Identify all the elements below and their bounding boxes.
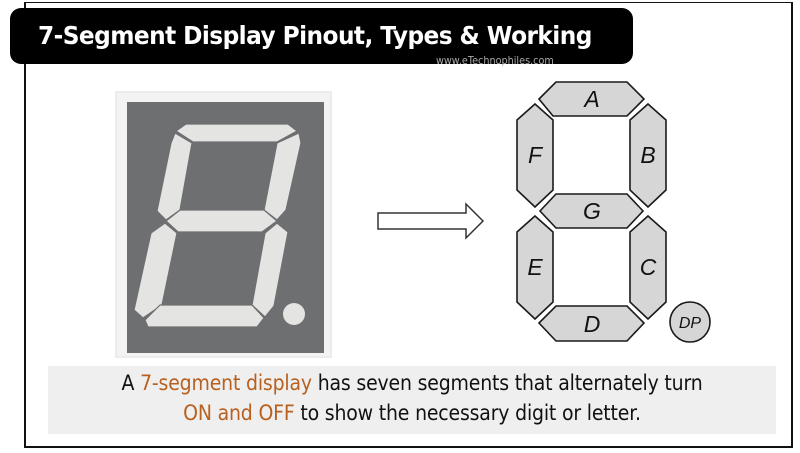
photo-segment-a	[175, 123, 298, 143]
caption-text: to show the necessary digit or letter.	[294, 401, 641, 425]
photo-segment-g	[165, 209, 278, 233]
photo-segment-e	[133, 222, 178, 319]
diagram-segment-f	[516, 102, 554, 209]
caption-highlight-term: 7-segment display	[140, 371, 312, 395]
diagram-segment-g	[538, 193, 645, 229]
photo-decimal-point	[283, 303, 305, 325]
segment-label-g: G	[583, 198, 601, 224]
diagram-segment-d	[537, 305, 646, 342]
caption-prefix: A	[121, 371, 141, 395]
segment-label-a: A	[582, 86, 599, 112]
diagram-decimal-point	[669, 301, 711, 343]
diagram-segment-e	[516, 214, 554, 321]
segment-label-e: E	[527, 254, 543, 280]
page-title: 7-Segment Display Pinout, Types & Workin…	[38, 21, 592, 50]
photo-segment-d	[144, 304, 265, 328]
caption-box: A 7-segment display has seven segments t…	[48, 366, 776, 434]
caption-line-2: ON and OFF to show the necessary digit o…	[84, 401, 739, 425]
segment-label-f: F	[528, 142, 544, 168]
segment-label-c: C	[640, 254, 657, 280]
caption-line-1: A 7-segment display has seven segments t…	[84, 371, 739, 395]
photo-segment-c	[251, 222, 289, 318]
website-url: www.eTechnophiles.com	[436, 55, 554, 67]
caption-text: has seven segments that alternately turn	[311, 371, 703, 395]
segment-label-d: D	[584, 311, 601, 337]
photo-segment-b	[263, 132, 302, 221]
title-banner: 7-Segment Display Pinout, Types & Workin…	[10, 8, 633, 67]
diagram-segment-c	[629, 214, 667, 321]
caption-highlight-on-off: ON and OFF	[183, 401, 295, 425]
segment-label-b: B	[640, 142, 655, 168]
photo-segments	[133, 123, 302, 328]
diagram-segment-a	[537, 81, 646, 117]
decimal-point-label: DP	[679, 315, 702, 332]
diagram-segment-b	[629, 102, 667, 209]
photo-segment-f	[156, 132, 193, 221]
